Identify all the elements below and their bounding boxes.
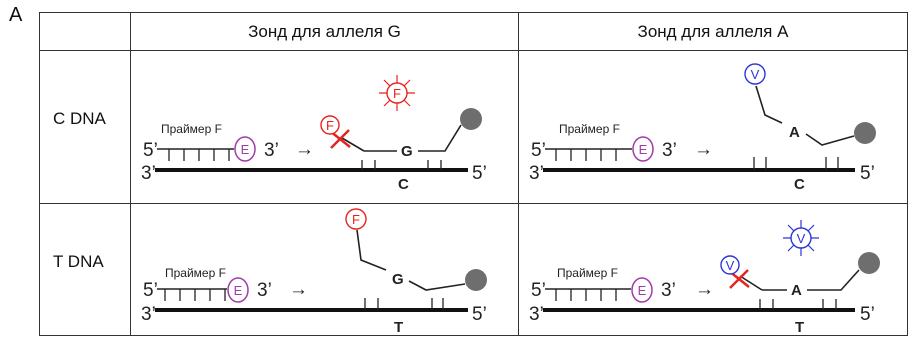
quencher-ball <box>858 252 880 274</box>
quencher-ball <box>460 108 482 130</box>
probe-base-ticks <box>753 157 839 170</box>
primer-label: Праймер F <box>165 266 226 280</box>
cleaved-probe-stub <box>739 275 763 291</box>
header-probe-g: Зонд для аллеля G <box>130 12 519 51</box>
probe-base-ticks <box>759 299 837 310</box>
five-prime-label: 5’ <box>531 280 546 301</box>
bound-fluor-label: F <box>352 212 360 227</box>
quencher-ball <box>854 122 876 144</box>
cleavage-x-mark <box>729 269 749 289</box>
bound-fluor-circle <box>744 63 766 85</box>
template-base-t: T <box>795 319 804 335</box>
primer-base-ticks <box>555 289 617 301</box>
three-prime-label: 3’ <box>661 280 676 301</box>
three-prime-template-label: 3’ <box>141 163 156 184</box>
probe-strand-upper <box>755 85 783 124</box>
released-fluor-label: V <box>797 231 806 246</box>
three-prime-template-label: 3’ <box>529 163 544 184</box>
primer-base-ticks <box>164 289 226 301</box>
diagram-c-a: Праймер F 5’ E 3’ → 3’ 5’ C A V <box>529 63 876 193</box>
cell-c-dna-probe-g: Праймер F 5’ E 3’ → 3’ 5’ C G <box>130 50 519 204</box>
row-label-cell-c: C DNA <box>39 50 131 204</box>
primer-label: Праймер F <box>559 122 620 136</box>
three-prime-label: 3’ <box>257 280 272 301</box>
probe-base-ticks <box>361 160 442 170</box>
five-prime-template-label: 5’ <box>472 163 487 184</box>
template-base-c: C <box>794 176 805 193</box>
row-label-c-dna: C DNA <box>53 109 106 128</box>
bound-fluor-label: F <box>326 118 334 133</box>
panel-label: A <box>9 4 23 26</box>
enzyme-circle <box>632 136 654 162</box>
cell-t-dna-probe-g: Праймер F 5’ E 3’ → 3’ 5’ T G F <box>130 203 519 336</box>
allele-g-label: G <box>392 271 404 288</box>
released-fluor-circle <box>790 227 812 249</box>
five-prime-template-label: 5’ <box>472 304 487 325</box>
bound-fluor-circle <box>720 255 740 275</box>
arrow: → <box>289 279 308 300</box>
allele-a-label: A <box>791 282 802 299</box>
enzyme-label: E <box>639 142 648 157</box>
enzyme-circle <box>234 136 256 162</box>
cleaved-probe-stub <box>341 137 365 152</box>
bound-fluor-circle <box>320 115 340 135</box>
primer-label: Праймер F <box>161 122 222 136</box>
five-prime-template-label: 5’ <box>860 304 875 325</box>
arrow: → <box>695 279 714 300</box>
bound-fluor-label: V <box>726 258 735 273</box>
template-base-c: C <box>398 176 409 193</box>
arrow: → <box>295 139 314 160</box>
probe-strand-lower <box>408 280 466 291</box>
probe-strand <box>364 124 462 152</box>
three-prime-label: 3’ <box>662 140 677 161</box>
five-prime-label: 5’ <box>531 140 546 161</box>
enzyme-label: E <box>241 142 250 157</box>
cell-c-dna-probe-a: Праймер F 5’ E 3’ → 3’ 5’ C A V <box>518 50 908 204</box>
probe-base-ticks <box>364 298 444 310</box>
bound-fluor-circle <box>345 208 367 230</box>
quencher-ball <box>465 269 487 291</box>
cleavage-x-mark <box>330 129 350 149</box>
primer-base-ticks <box>555 149 617 161</box>
enzyme-circle <box>631 277 653 303</box>
released-fluor-label: F <box>393 86 401 101</box>
header-empty-cell <box>39 12 131 51</box>
five-prime-template-label: 5’ <box>860 163 875 184</box>
header-probe-a: Зонд для аллеля A <box>518 12 908 51</box>
released-fluor-circle <box>386 82 408 104</box>
row-label-cell-t: T DNA <box>39 203 131 336</box>
enzyme-label: E <box>234 283 243 298</box>
allele-g-label: G <box>401 143 413 160</box>
row-label-t-dna: T DNA <box>53 252 104 271</box>
enzyme-label: E <box>638 283 647 298</box>
bound-fluor-label: V <box>751 67 760 82</box>
arrow: → <box>694 139 713 160</box>
five-prime-label: 5’ <box>143 280 158 301</box>
probe-strand <box>762 269 860 291</box>
allele-a-label: A <box>789 124 800 141</box>
primer-base-ticks <box>168 149 230 161</box>
probe-strand-upper <box>356 229 387 271</box>
primer-label: Праймер F <box>557 266 618 280</box>
diagram-t-g: Праймер F 5’ E 3’ → 3’ 5’ T G F <box>141 208 487 335</box>
probe-table: Зонд для аллеля G Зонд для аллеля A C DN… <box>39 12 908 336</box>
probe-strand-lower <box>805 133 855 146</box>
three-prime-label: 3’ <box>264 140 279 161</box>
three-prime-template-label: 3’ <box>529 304 544 325</box>
five-prime-label: 5’ <box>143 140 158 161</box>
diagram-t-a: Праймер F 5’ E 3’ → 3’ 5’ T A <box>529 220 880 335</box>
diagram-c-g: Праймер F 5’ E 3’ → 3’ 5’ C G <box>141 75 487 193</box>
enzyme-circle <box>227 277 249 303</box>
three-prime-template-label: 3’ <box>141 304 156 325</box>
template-base-t: T <box>394 319 403 335</box>
cell-t-dna-probe-a: Праймер F 5’ E 3’ → 3’ 5’ T A <box>518 203 908 336</box>
